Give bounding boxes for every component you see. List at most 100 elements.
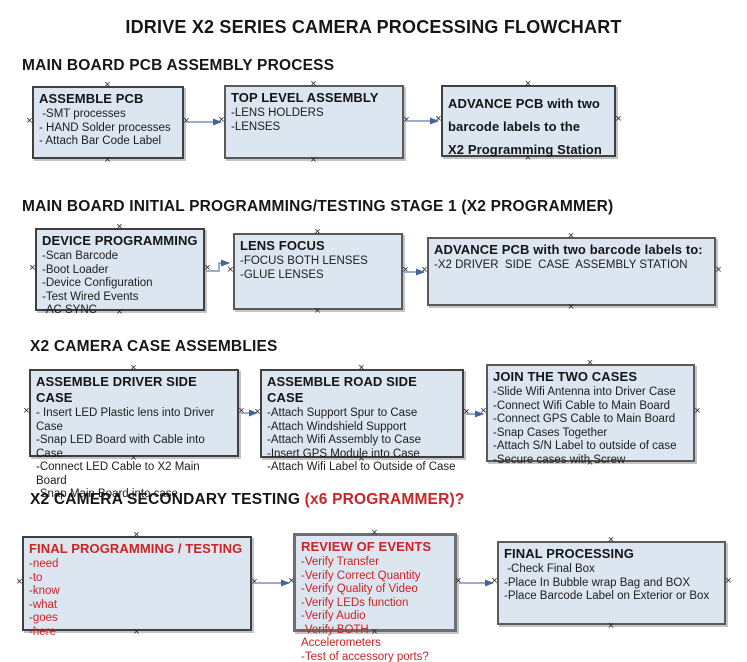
box-title: TOP LEVEL ASSEMBLY: [231, 90, 379, 105]
anchor-icon: [288, 578, 295, 585]
box-item: - HAND Solder processes: [39, 121, 171, 134]
anchor-icon: [314, 308, 321, 315]
anchor-icon: [116, 224, 123, 231]
box-item: -Verify LEDs function: [301, 596, 409, 609]
page-title: IDRIVE X2 SERIES CAMERA PROCESSING FLOWC…: [125, 17, 622, 37]
anchor-icon: [403, 117, 410, 124]
box-title: ADVANCE PCB with two barcode labels to:: [434, 242, 703, 257]
box-item: -know: [29, 585, 60, 597]
flow-box-device-programming: DEVICE PROGRAMMING -Scan Barcode-Boot Lo…: [35, 228, 205, 316]
box-item: -Connect LED Cable to X2 Main Board: [36, 461, 203, 487]
anchor-icon: [104, 157, 111, 164]
box-items: -Slide Wifi Antenna into Driver Case-Con…: [493, 386, 688, 467]
box-title: DEVICE PROGRAMMING: [42, 233, 198, 248]
box-item: -Attach S/N Label to outside of case: [493, 440, 677, 452]
anchor-icon: [254, 409, 261, 416]
box-item: -Test Wired Events: [42, 290, 139, 303]
box-item: -LENS HOLDERS: [231, 107, 324, 119]
flow-box-final-processing: FINAL PROCESSING -Check Final Box-Place …: [497, 541, 726, 625]
box-item: -here: [29, 625, 56, 638]
box-item: -Slide Wifi Antenna into Driver Case: [493, 386, 676, 398]
flow-box-assemble-road-side-case: ASSEMBLE ROAD SIDE CASE -Attach Support …: [260, 369, 464, 473]
flow-box-lens-focus: LENS FOCUS -FOCUS BOTH LENSES-GLUE LENSE…: [233, 233, 403, 310]
anchor-icon: [26, 118, 33, 125]
anchor-icon: [183, 118, 190, 125]
flow-box-join-the-two-cases: JOIN THE TWO CASES -Slide Wifi Antenna i…: [486, 364, 695, 466]
box-item: -Test of accessory ports?: [301, 650, 429, 662]
box-item: -Verify Correct Quantity: [301, 569, 421, 582]
anchor-icon: [251, 579, 258, 586]
section-heading-pcb-assembly: MAIN BOARD PCB ASSEMBLY PROCESS: [22, 57, 335, 74]
box-items: -LENS HOLDERS-LENSES: [231, 107, 397, 134]
box-items: -need-to-know-what-goes-here: [29, 558, 245, 639]
anchor-icon: [133, 532, 140, 539]
anchor-icon: [218, 117, 225, 124]
box-item: -Boot Loader: [42, 263, 109, 276]
anchor-icon: [371, 530, 378, 537]
anchor-icon: [455, 578, 462, 585]
box-item: -Scan Barcode: [42, 250, 119, 262]
box-item: -Connect Wifi Cable to Main Board: [493, 399, 671, 412]
box-items: -Check Final Box-Place In Bubble wrap Ba…: [504, 563, 719, 604]
box-item: -Attach Support Spur to Case: [267, 407, 418, 419]
anchor-icon: [23, 408, 30, 415]
flow-box-advance-pcb-driver-side: ADVANCE PCB with two barcode labels to: …: [427, 237, 716, 306]
box-item: -Snap LED Board with Cable into Case: [36, 434, 208, 460]
box-item: -X2 DRIVER SIDE CASE ASSEMBLY STATION: [434, 259, 688, 271]
anchor-icon: [29, 265, 36, 272]
box-item: -to: [29, 571, 43, 584]
box-item: -Attach Windshield Support: [267, 420, 407, 433]
box-title: ASSEMBLE PCB: [39, 91, 144, 106]
anchor-icon: [615, 116, 622, 123]
heading-red-part: (x6 PROGRAMMER)?: [304, 491, 465, 508]
box-item: -FOCUS BOTH LENSES: [240, 255, 368, 267]
box-items: -FOCUS BOTH LENSES-GLUE LENSES: [240, 255, 396, 282]
anchor-icon: [314, 229, 321, 236]
anchor-icon: [463, 409, 470, 416]
box-item: -GLUE LENSES: [240, 268, 324, 281]
anchor-icon: [525, 81, 532, 88]
anchor-icon: [130, 365, 137, 372]
anchor-icon: [227, 267, 234, 274]
box-items: -SMT processes- HAND Solder processes- A…: [39, 108, 177, 149]
flow-box-assemble-pcb: ASSEMBLE PCB -SMT processes- HAND Solder…: [32, 86, 184, 159]
anchor-icon: [16, 579, 23, 586]
box-item: -LENSES: [231, 120, 281, 133]
box-items: -Verify Transfer-Verify Correct Quantity…: [301, 556, 449, 662]
box-item: -Snap Cases Together: [493, 426, 608, 439]
anchor-icon: [310, 81, 317, 88]
anchor-icon: [568, 304, 575, 311]
box-item: -goes: [29, 612, 58, 624]
box-title: ASSEMBLE ROAD SIDE CASE: [267, 374, 417, 405]
box-item: -Device Configuration: [42, 277, 153, 289]
box-items: -Scan Barcode-Boot Loader-Device Configu…: [42, 250, 198, 318]
box-title: FINAL PROGRAMMING / TESTING: [29, 541, 243, 556]
anchor-icon: [608, 623, 615, 630]
box-title: ASSEMBLE DRIVER SIDE CASE: [36, 374, 197, 405]
box-item: - Attach Bar Code Label: [39, 135, 162, 147]
box-title: LENS FOCUS: [240, 238, 325, 253]
box-item: -Place In Bubble wrap Bag and BOX: [504, 576, 691, 589]
heading-black-part: X2 CAMERA SECONDARY TESTING: [30, 491, 305, 508]
box-items: - Insert LED Plastic lens into Driver Ca…: [36, 407, 232, 502]
anchor-icon: [204, 265, 211, 272]
box-item: -what: [29, 598, 58, 611]
anchor-icon: [480, 408, 487, 415]
flow-box-review-of-events: REVIEW OF EVENTS -Verify Transfer-Verify…: [293, 530, 457, 662]
anchor-icon: [608, 537, 615, 544]
anchor-icon: [491, 578, 498, 585]
box-item: -Insert GPS Module into Case: [267, 447, 420, 460]
anchor-icon: [238, 408, 245, 415]
box-item: -Check Final Box: [504, 563, 595, 575]
anchor-icon: [310, 157, 317, 164]
box-item: -AC SYNC: [42, 304, 97, 316]
flow-box-top-level-assembly: TOP LEVEL ASSEMBLY -LENS HOLDERS-LENSES: [224, 85, 404, 159]
section-heading-initial-programming: MAIN BOARD INITIAL PROGRAMMING/TESTING S…: [22, 198, 614, 215]
anchor-icon: [402, 267, 409, 274]
box-item: -Verify Quality of Video: [301, 583, 418, 595]
box-item: -Attach Wifi Assembly to Case: [267, 434, 422, 446]
box-title: REVIEW OF EVENTS: [301, 539, 432, 554]
box-title: ADVANCE PCB with two barcode labels to t…: [448, 96, 602, 157]
anchor-icon: [435, 116, 442, 123]
box-item: -Snap Main Board into case: [36, 488, 178, 500]
